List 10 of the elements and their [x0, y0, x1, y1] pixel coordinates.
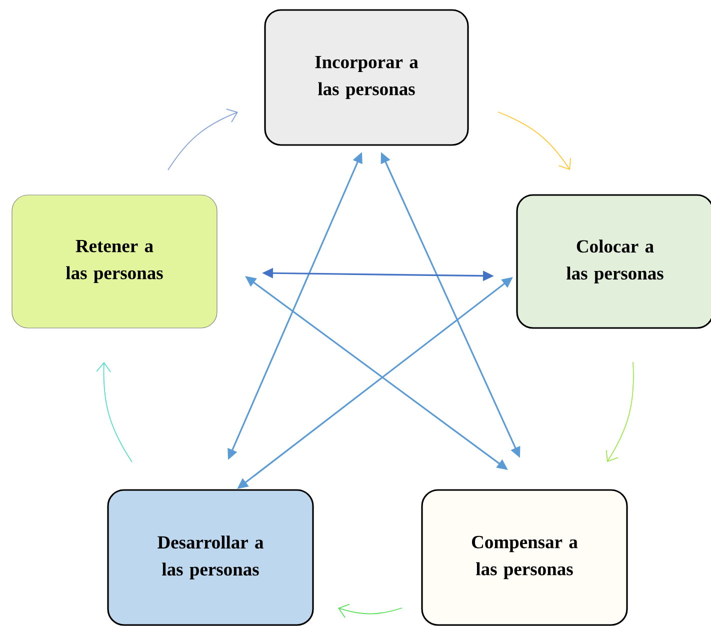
- process-box: Compensar a las personas: [421, 489, 628, 626]
- arrow: [168, 108, 238, 170]
- process-box: Retener a las personas: [12, 194, 218, 328]
- arrow: [338, 604, 402, 618]
- process-box: Colocar a las personas: [516, 194, 711, 329]
- process-box: Desarrollar a las personas: [107, 489, 314, 626]
- process-box: Incorporar a las personas: [264, 9, 469, 146]
- arrow: [606, 362, 634, 462]
- arrow: [498, 112, 571, 170]
- arrow: [96, 362, 132, 462]
